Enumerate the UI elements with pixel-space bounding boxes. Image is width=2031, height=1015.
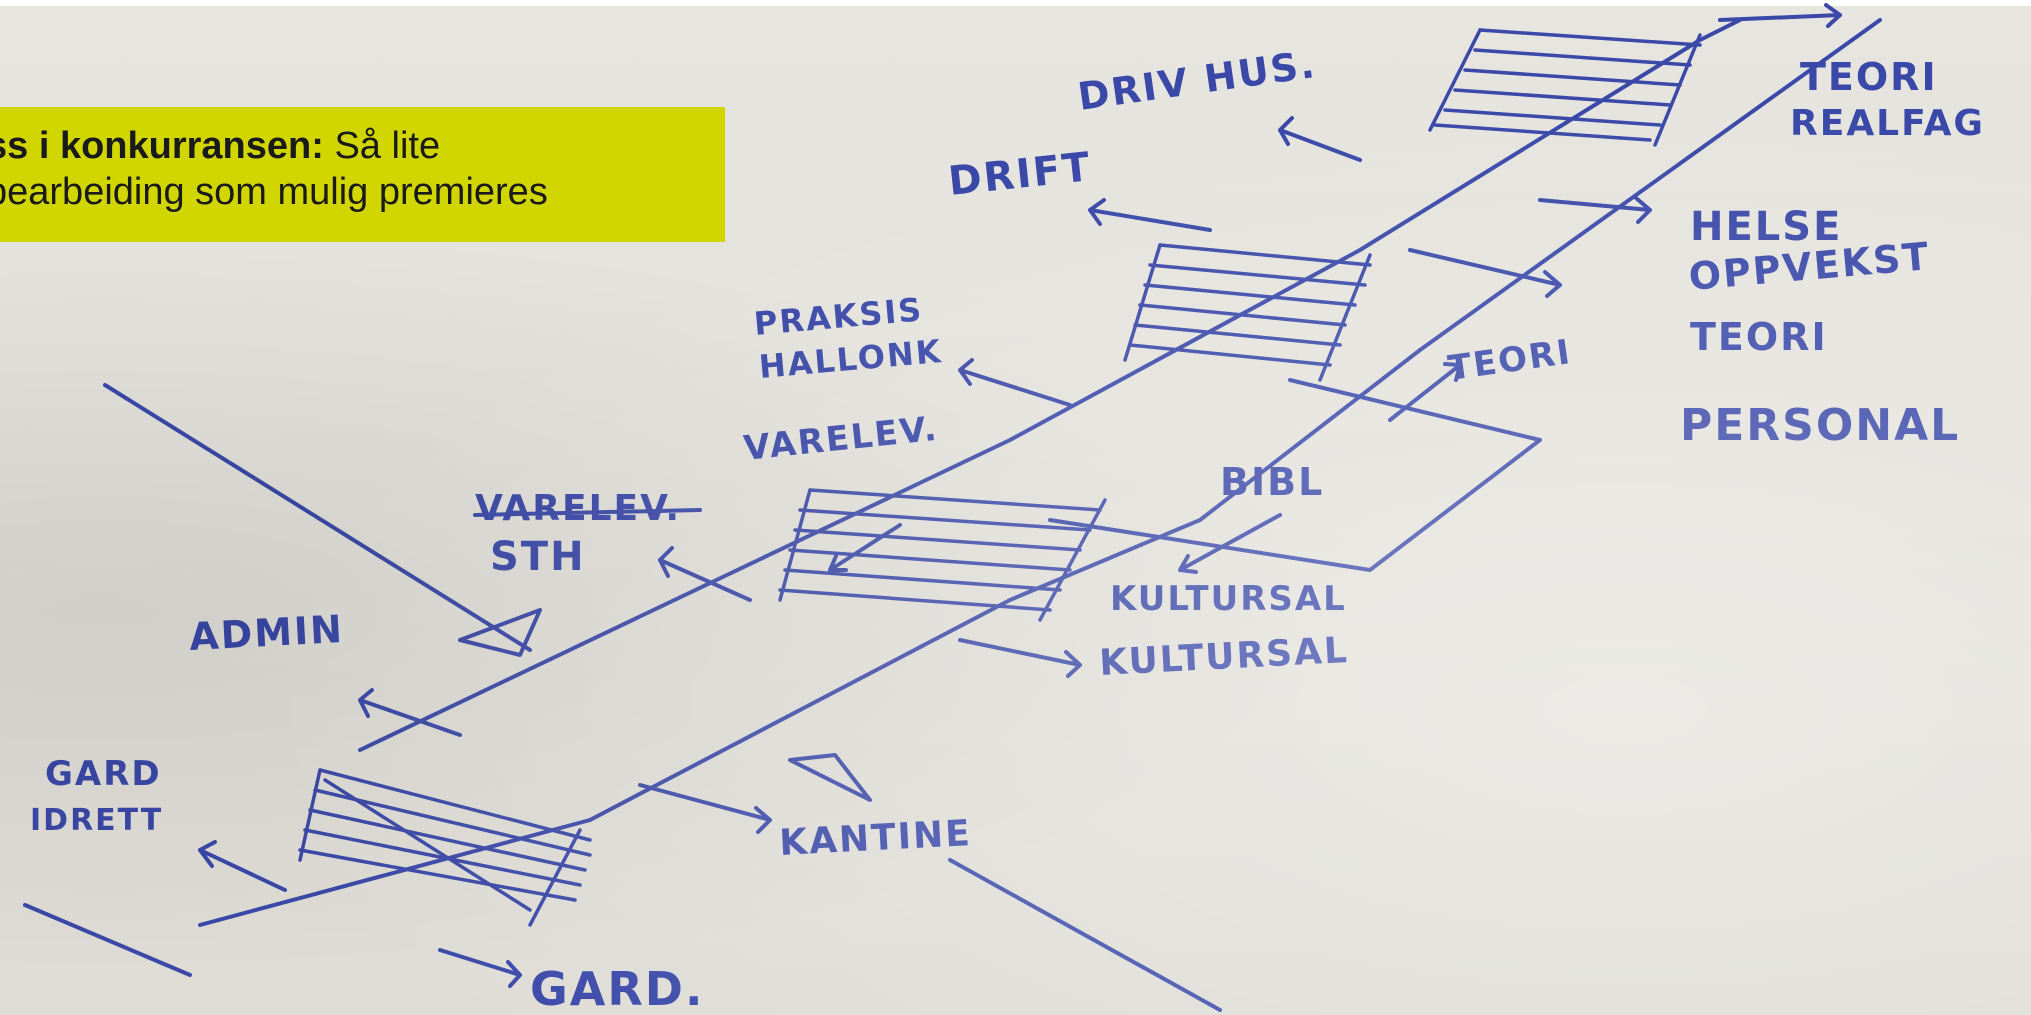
label-kultursal-2: KULTURSAL [1098,630,1350,684]
label-gard-bottom: GARD. [530,962,704,1015]
arrow-helse [1540,198,1650,222]
label-teori-right: TEORI [1690,315,1828,359]
arrow-idrett [200,842,285,890]
arrow-kantine [640,785,770,832]
callout-box: ss i konkurransen: Så lite pearbeiding s… [0,107,725,242]
arrow-praksis [960,360,1070,405]
label-admin: ADMIN [188,607,345,659]
kantine-triangle [790,755,870,800]
label-driv-hus: DRIV HUS. [1075,42,1319,119]
label-realfag: REALFAG [1790,103,1985,144]
label-drift: DRIFT [946,144,1094,205]
stair-block-2 [780,490,1105,620]
arrow-oppvekst [1410,250,1560,296]
arrow-drift [1090,200,1210,230]
label-teori-mid: TEORI [1446,332,1575,389]
label-vareleverans-top: VARELEV. [742,409,941,469]
label-personal: PERSONAL [1680,400,1960,451]
label-kantine: KANTINE [778,813,972,864]
label-sth: STH [490,534,586,580]
site-line-bottom-right [950,860,1220,1010]
callout-heading: ss i konkurransen: [0,125,324,167]
stair-block-1 [300,770,590,925]
arrow-kultursal [960,640,1080,676]
arrow-sth [660,548,750,600]
callout-line-2: pearbeiding som mulig premieres [0,169,725,215]
callout-line-1: ss i konkurransen: Så lite [0,123,725,169]
arrow-gard [440,950,520,986]
label-teori-top: TEORI [1800,55,1938,99]
callout-line-1-rest: Så lite [324,125,440,167]
site-line-bottom-left [25,905,190,975]
label-kultursal-1: KULTURSAL [1110,579,1347,619]
label-idrett: IDRETT [30,803,163,838]
label-vareleverans-struck: VARELEV. [475,488,681,529]
label-bibl: BIBL [1220,460,1324,504]
arrow-drivhus [1280,118,1360,160]
stair-block-4 [1430,30,1700,145]
label-gard: GARD [45,754,162,794]
